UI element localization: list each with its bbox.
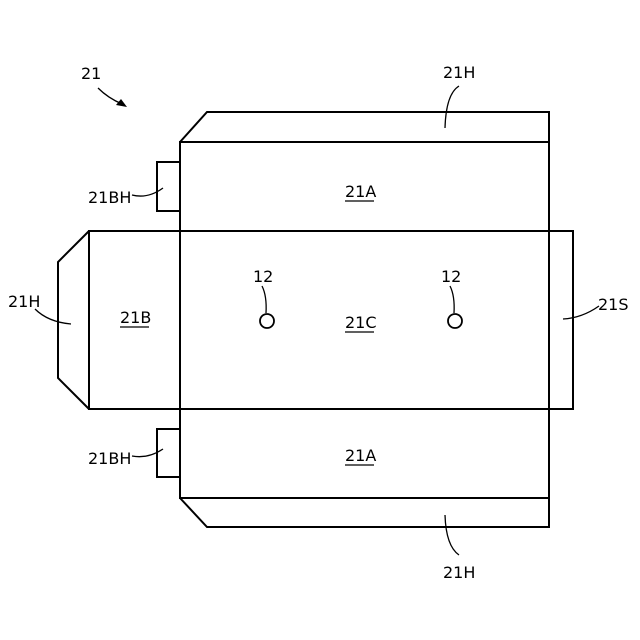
top-tab-leader [132, 188, 163, 196]
hole-left-label: 12 [253, 267, 273, 286]
left-hem-outline [58, 231, 89, 409]
reference-numeral-label: 21 [81, 64, 101, 83]
left-hem-label: 21H [8, 292, 40, 311]
hole-right [448, 314, 462, 328]
bottom-tab-leader [132, 449, 163, 457]
hole-left [260, 314, 274, 328]
reference-arrow-line [98, 88, 122, 104]
hole-right-label: 12 [441, 267, 461, 286]
hole-left-leader [262, 286, 266, 313]
reference-arrow-head [116, 99, 127, 107]
bottom-hem-leader [445, 515, 459, 555]
top-hem-outline [180, 112, 549, 142]
top-hem-label: 21H [443, 63, 475, 82]
right-side-label: 21S [598, 295, 629, 314]
bottom-hem-outline [180, 498, 549, 527]
left-flap-label: 21B [120, 308, 151, 327]
center-panel-label: 21C [345, 313, 377, 332]
top-tab-outline [157, 162, 180, 211]
hole-right-leader [450, 286, 454, 313]
right-side-leader [563, 306, 599, 319]
left-hem-leader [35, 309, 71, 324]
bottom-tab-label: 21BH [88, 449, 131, 468]
bottom-hem-label: 21H [443, 563, 475, 582]
top-hem-leader [445, 86, 459, 128]
top-flap-label: 21A [345, 182, 376, 201]
bottom-flap-label: 21A [345, 446, 376, 465]
right-side-outline [549, 231, 573, 409]
top-tab-label: 21BH [88, 188, 131, 207]
bottom-tab-outline [157, 429, 180, 477]
